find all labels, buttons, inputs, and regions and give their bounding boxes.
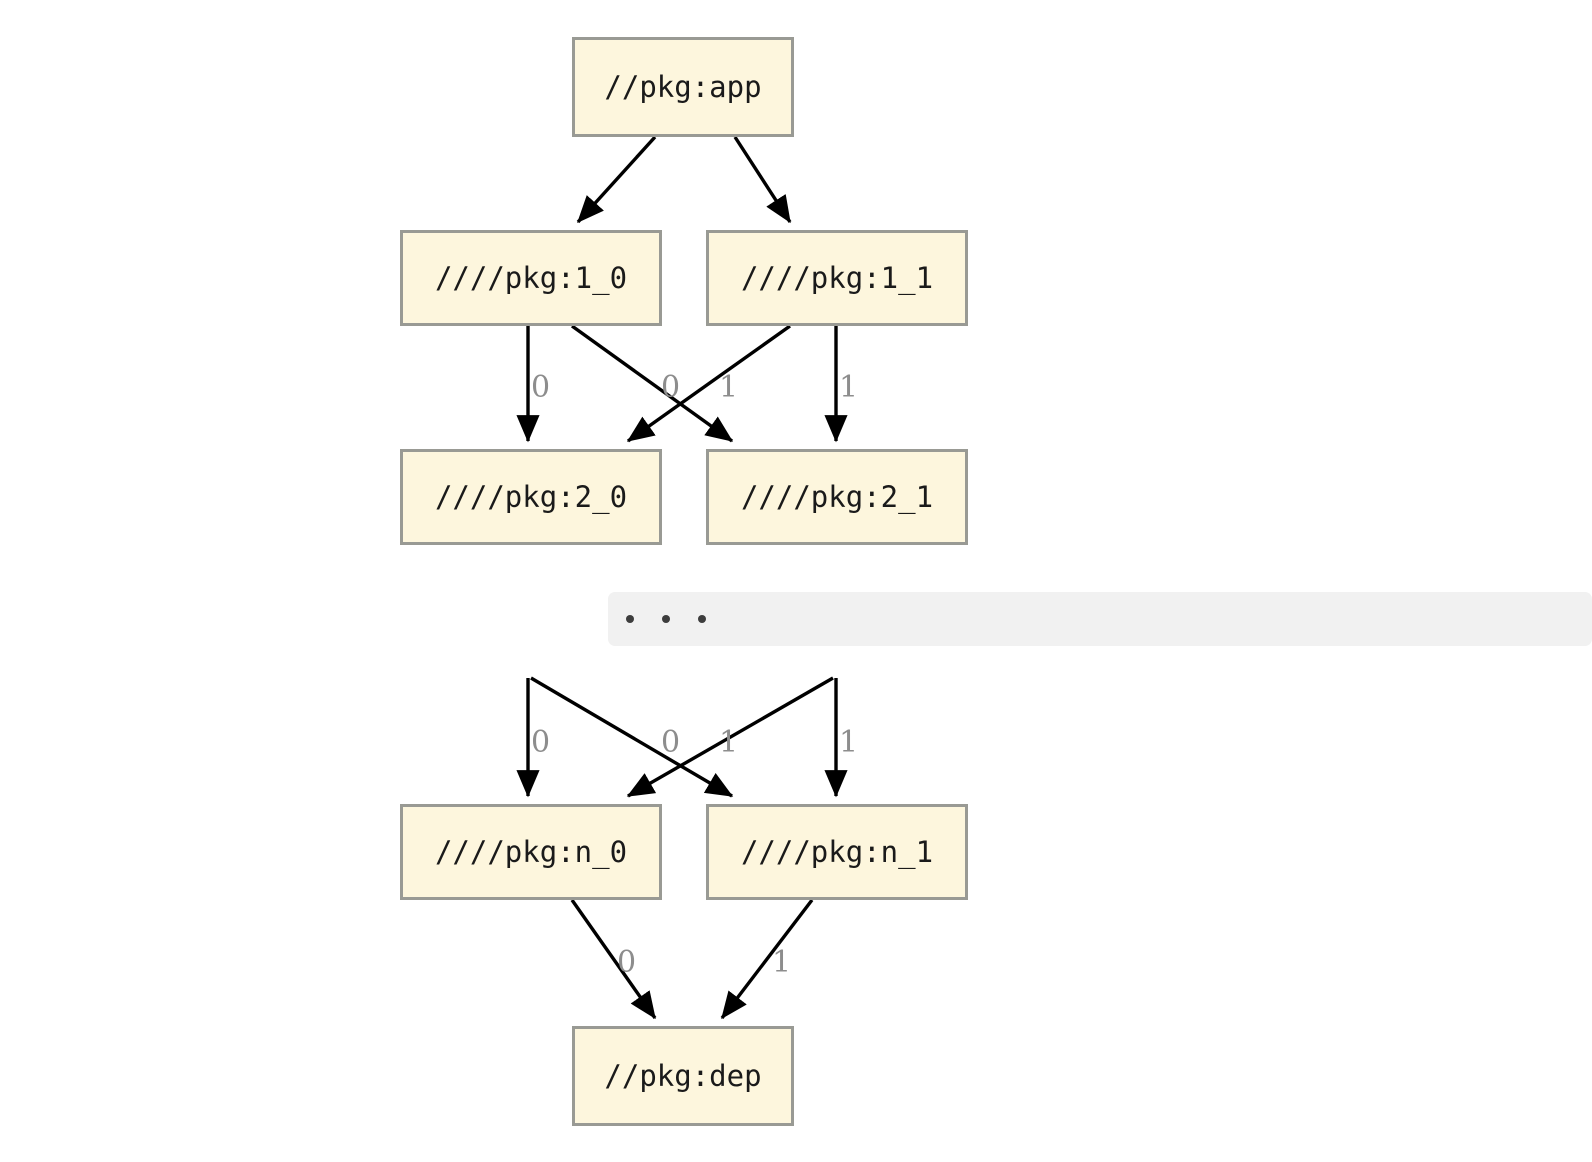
node-label: ////pkg:n_1 [740,835,934,869]
node-label: ////pkg:2_0 [434,480,628,514]
edge-source-to-nn_1 [530,676,734,798]
node-label: ////pkg:1_1 [740,261,934,295]
edge-label: 0 [661,725,681,760]
node-nn_1[interactable]: ////pkg:n_1 [706,804,968,900]
node-n2_1[interactable]: ////pkg:2_1 [706,449,968,545]
edge-app-to-n1_1 [733,136,792,224]
node-dep[interactable]: //pkg:dep [572,1026,794,1126]
edge-label: 1 [839,725,859,760]
node-n1_0[interactable]: ////pkg:1_0 [400,230,662,326]
edge-n1_1-to-n2_0 [626,324,791,443]
node-label: //pkg:app [604,70,762,104]
edge-label: 0 [531,725,551,760]
edge-nn_0-to-dep [570,899,657,1020]
edge-label: 1 [719,725,739,760]
edge-n1_0-to-n2_1 [571,324,734,443]
edge-label: 0 [661,370,681,405]
edge-label: 0 [617,945,637,980]
ellipsis-band [608,592,1592,646]
node-nn_0[interactable]: ////pkg:n_0 [400,804,662,900]
ellipsis-dot [662,615,670,623]
edge-app-to-n1_0 [576,135,657,224]
node-n1_1[interactable]: ////pkg:1_1 [706,230,968,326]
ellipsis-dots [626,615,706,623]
edge-nn_1-to-dep [720,898,814,1020]
node-n2_0[interactable]: ////pkg:2_0 [400,449,662,545]
edge-label: 0 [531,370,551,405]
node-label: //pkg:dep [604,1059,762,1093]
edge-label: 1 [772,945,792,980]
node-label: ////pkg:2_1 [740,480,934,514]
ellipsis-dot [698,615,706,623]
node-label: ////pkg:1_0 [434,261,628,295]
ellipsis-dot [626,615,634,623]
node-app[interactable]: //pkg:app [572,37,794,137]
node-label: ////pkg:n_0 [434,835,628,869]
edge-label: 1 [719,370,739,405]
edge-label: 1 [839,370,859,405]
